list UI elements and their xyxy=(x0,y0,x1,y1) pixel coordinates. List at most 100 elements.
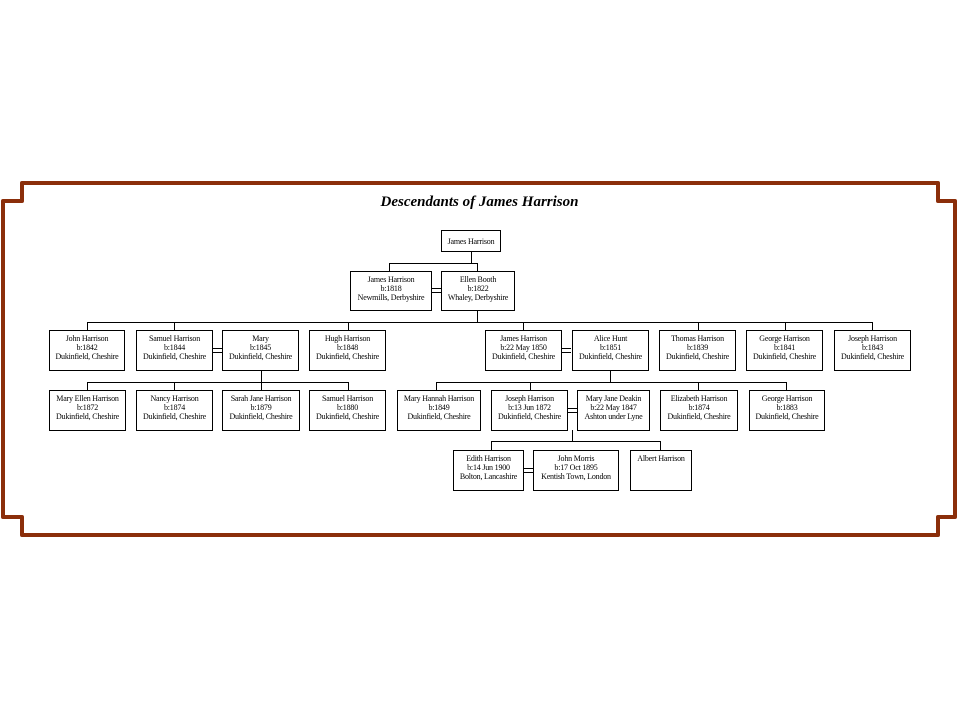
person-box[interactable]: Elizabeth Harrison b:1874 Dukinfield, Ch… xyxy=(660,390,738,431)
chart-title: Descendants of James Harrison xyxy=(380,194,579,210)
person-place: Dukinfield, Cheshire xyxy=(755,412,819,421)
connector xyxy=(698,322,699,330)
person-name: John Harrison xyxy=(65,334,109,343)
person-box[interactable]: Hugh Harrison b:1848 Dukinfield, Cheshir… xyxy=(309,330,386,371)
person-box[interactable]: George Harrison b:1841 Dukinfield, Chesh… xyxy=(746,330,823,371)
person-name: George Harrison xyxy=(761,394,813,403)
person-name: Hugh Harrison xyxy=(324,334,371,343)
person-box[interactable]: Mary Hannah Harrison b:1849 Dukinfield, … xyxy=(397,390,481,431)
person-name: Mary Ellen Harrison xyxy=(56,394,119,403)
person-birth: b:1874 xyxy=(163,403,186,412)
person-birth: b:1822 xyxy=(467,284,489,293)
person-place: Dukinfield, Cheshire xyxy=(578,352,643,361)
connector xyxy=(261,382,262,390)
connector xyxy=(523,322,524,330)
connector xyxy=(477,310,478,323)
connector xyxy=(174,322,175,330)
person-name: Albert Harrison xyxy=(637,454,685,463)
connector xyxy=(785,322,786,330)
person-box[interactable]: Mary Ellen Harrison b:1872 Dukinfield, C… xyxy=(49,390,126,431)
spouse-connector xyxy=(562,348,571,349)
person-box[interactable]: Mary Jane Deakin b:22 May 1847 Ashton un… xyxy=(577,390,650,431)
person-box[interactable]: Samuel Harrison b:1880 Dukinfield, Chesh… xyxy=(309,390,386,431)
spouse-connector xyxy=(213,352,222,353)
spouse-connector xyxy=(562,352,571,353)
person-box[interactable]: James Harrison b:22 May 1850 Dukinfield,… xyxy=(485,330,562,371)
connector xyxy=(87,382,88,390)
person-name: Ellen Booth xyxy=(459,275,497,284)
person-birth: b:22 May 1850 xyxy=(500,343,547,352)
person-box[interactable]: Mary b:1845 Dukinfield, Cheshire xyxy=(222,330,299,371)
person-name: John Morris xyxy=(557,454,595,463)
person-birth: b:1883 xyxy=(776,403,798,412)
person-box[interactable]: James Harrison b:1818 Newmills, Derbyshi… xyxy=(350,271,432,311)
person-name: Samuel Harrison xyxy=(149,334,200,343)
person-box[interactable]: Thomas Harrison b:1839 Dukinfield, Chesh… xyxy=(659,330,736,371)
person-box[interactable]: Samuel Harrison b:1844 Dukinfield, Chesh… xyxy=(136,330,213,371)
person-name: James Harrison xyxy=(447,237,495,246)
person-box[interactable]: John Harrison b:1842 Dukinfield, Cheshir… xyxy=(49,330,125,371)
person-birth: b:1848 xyxy=(336,343,359,352)
person-name: George Harrison xyxy=(759,334,810,343)
person-place: Dukinfield, Cheshire xyxy=(665,352,730,361)
person-place: Dukinfield, Cheshire xyxy=(840,352,905,361)
person-place: Dukinfield, Cheshire xyxy=(229,412,293,421)
person-birth: b:1851 xyxy=(599,343,622,352)
connector xyxy=(530,382,531,390)
connector xyxy=(872,322,873,330)
connector xyxy=(87,382,349,383)
connector xyxy=(786,382,787,390)
person-place: Dukinfield, Cheshire xyxy=(752,352,817,361)
connector xyxy=(174,382,175,390)
spouse-connector xyxy=(524,468,533,469)
person-box[interactable]: Joseph Harrison b:1843 Dukinfield, Chesh… xyxy=(834,330,911,371)
person-name: Joseph Harrison xyxy=(848,334,897,343)
connector xyxy=(87,322,873,323)
connector xyxy=(389,263,390,271)
person-box[interactable]: Alice Hunt b:1851 Dukinfield, Cheshire xyxy=(572,330,649,371)
person-box[interactable]: George Harrison b:1883 Dukinfield, Chesh… xyxy=(749,390,825,431)
person-birth: b:1872 xyxy=(76,403,99,412)
person-birth: b:1839 xyxy=(686,343,709,352)
person-box[interactable]: John Morris b:17 Oct 1895 Kentish Town, … xyxy=(533,450,619,491)
person-place: Dukinfield, Cheshire xyxy=(315,352,380,361)
person-birth: b:1818 xyxy=(380,284,402,293)
person-box[interactable]: Edith Harrison b:14 Jun 1900 Bolton, Lan… xyxy=(453,450,524,491)
person-place: Whaley, Derbyshire xyxy=(447,293,509,302)
person-birth: b:1842 xyxy=(76,343,98,352)
spouse-connector xyxy=(568,412,577,413)
person-box[interactable]: Sarah Jane Harrison b:1879 Dukinfield, C… xyxy=(222,390,300,431)
connector xyxy=(389,263,478,264)
person-birth: b:1845 xyxy=(249,343,272,352)
person-name: James Harrison xyxy=(500,334,547,343)
person-birth: b:1874 xyxy=(688,403,710,412)
person-name: Mary xyxy=(252,334,269,343)
person-name: Alice Hunt xyxy=(593,334,628,343)
person-name: Joseph Harrison xyxy=(505,394,554,403)
connector xyxy=(471,251,472,264)
spouse-connector xyxy=(432,292,441,293)
person-box[interactable]: Nancy Harrison b:1874 Dukinfield, Cheshi… xyxy=(136,390,213,431)
person-box[interactable]: Albert Harrison xyxy=(630,450,692,491)
person-box[interactable]: Ellen Booth b:1822 Whaley, Derbyshire xyxy=(441,271,515,311)
connector xyxy=(348,322,349,330)
connector xyxy=(436,382,437,390)
person-name: James Harrison xyxy=(367,275,415,284)
person-name: Samuel Harrison xyxy=(322,394,373,403)
connector xyxy=(348,382,349,390)
person-name: Mary Jane Deakin xyxy=(585,394,642,403)
person-birth: b:1849 xyxy=(428,403,450,412)
connector xyxy=(491,441,492,450)
person-birth: b:1841 xyxy=(773,343,796,352)
person-place: Ashton under Lyne xyxy=(584,412,643,421)
person-place: Dukinfield, Cheshire xyxy=(142,352,207,361)
person-birth: b:14 Jun 1900 xyxy=(467,463,510,472)
person-birth: b:17 Oct 1895 xyxy=(554,463,598,472)
connector xyxy=(261,370,262,383)
person-box-root[interactable]: James Harrison xyxy=(441,230,501,252)
spouse-connector xyxy=(213,348,222,349)
person-birth: b:1880 xyxy=(336,403,359,412)
person-box[interactable]: Joseph Harrison b:13 Jun 1872 Dukinfield… xyxy=(491,390,568,431)
person-place: Dukinfield, Cheshire xyxy=(491,352,556,361)
connector xyxy=(660,441,661,450)
